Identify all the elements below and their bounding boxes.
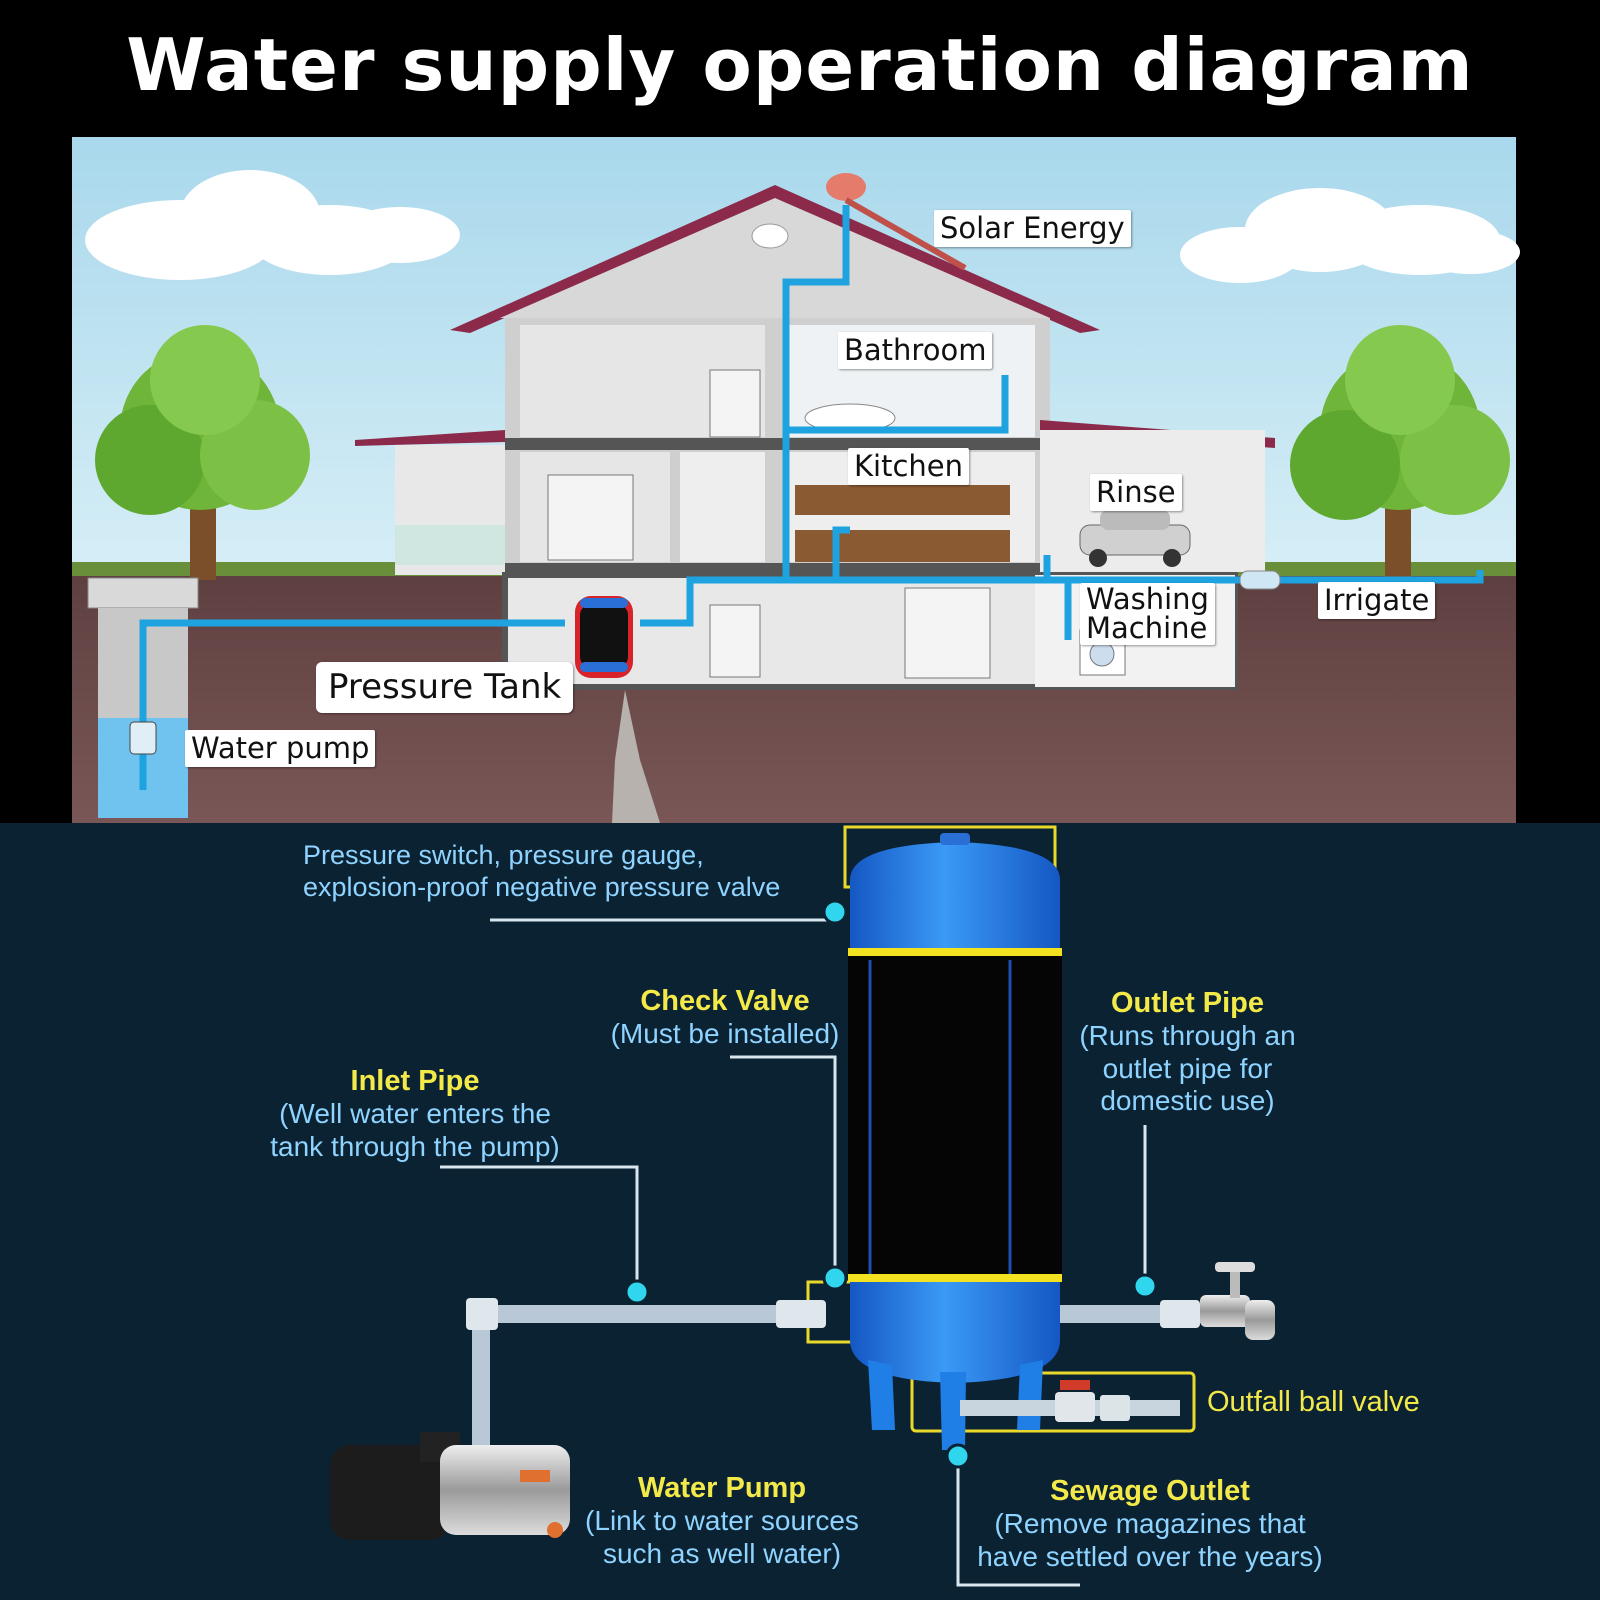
cloud-left [85,170,460,280]
check-valve-desc: (Must be installed) [610,1018,840,1050]
pressure-switch-callout: Pressure switch, pressure gauge, explosi… [303,840,780,904]
check-valve-heading: Check Valve [640,985,810,1017]
label-water-pump: Water pump [185,730,376,768]
outlet-pipe-desc3: domestic use) [1100,1084,1275,1116]
sewage-outlet-desc2: have settled over the years) [977,1540,1323,1572]
tree-right [1290,325,1510,580]
cloud-right [1180,188,1520,283]
label-pressure-tank: Pressure Tank [316,662,574,714]
water-pump-heading: Water Pump [637,1472,807,1504]
ground-crack [612,690,660,823]
sewage-outlet-desc1: (Remove magazines that [994,1508,1306,1540]
tank-diagram [330,825,1275,1587]
inlet-pipe-graphic [466,1298,826,1445]
outlet-pipe-desc1: (Runs through an [1079,1020,1296,1052]
water-pump-desc2: such as well water) [602,1537,842,1569]
label-kitchen: Kitchen [848,448,969,486]
check-valve-callout: Check Valve (Must be installed) [595,985,855,1051]
sewage-outlet-callout: Sewage Outlet (Remove magazines that hav… [965,1475,1335,1573]
label-solar-energy: Solar Energy [934,210,1131,248]
outlet-pipe-heading: Outlet Pipe [1110,987,1265,1019]
water-pump-graphic [330,1432,570,1540]
solar-heater [826,173,866,201]
outlet-pipe-callout: Outlet Pipe (Runs through an outlet pipe… [1065,987,1310,1117]
label-irrigate: Irrigate [1318,582,1436,620]
inlet-pipe-heading: Inlet Pipe [350,1065,480,1097]
outlet-pipe-graphic [1060,1262,1275,1340]
label-washing-line2: Machine [1086,611,1208,645]
tree-left [95,325,310,580]
tank-diagram-panel [0,823,1600,1600]
outfall-ball-valve-label: Outfall ball valve [1207,1386,1420,1418]
sewage-outlet-heading: Sewage Outlet [1050,1475,1250,1507]
well-cap [87,577,199,609]
callout-dots [624,899,1158,1469]
water-pump-callout: Water Pump (Link to water sources such a… [572,1472,872,1570]
inlet-pipe-callout: Inlet Pipe (Well water enters the tank t… [255,1065,575,1163]
outlet-pipe-desc2: outlet pipe for [1102,1052,1273,1084]
pressure-tank-small [575,596,633,678]
pressure-tank-graphic [848,833,1062,1450]
pressure-switch-line2: explosion-proof negative pressure valve [303,871,781,902]
water-pump-desc1: (Link to water sources [585,1505,859,1537]
drain-pipe-graphic [960,1380,1180,1422]
pressure-switch-line1: Pressure switch, pressure gauge, [303,840,704,870]
page-title: Water supply operation diagram [126,23,1474,107]
inlet-pipe-desc1: (Well water enters the [279,1098,551,1130]
well-pump [129,721,157,755]
label-rinse: Rinse [1090,474,1182,512]
label-bathroom: Bathroom [838,332,993,370]
inlet-pipe-desc2: tank through the pump) [270,1130,560,1162]
label-washing-line1: Washing [1086,582,1209,616]
house-illustration [72,137,1520,823]
